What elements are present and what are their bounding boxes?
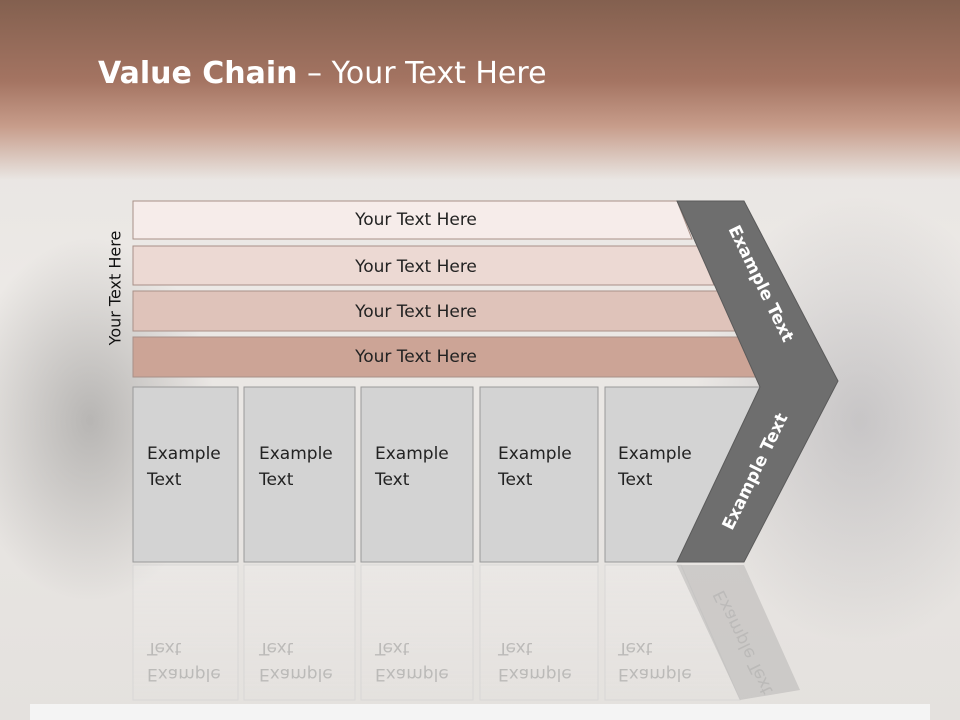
- row-group: Your Text Here Your Text Here Your Text …: [132, 200, 763, 378]
- row-3-label: Your Text Here: [354, 302, 477, 322]
- box-3-line2: Text: [374, 470, 410, 490]
- box-5-line1: Example: [618, 444, 692, 464]
- header-band: [0, 0, 960, 180]
- reflection-box-1-line2: Text: [146, 638, 182, 658]
- box-2-line2: Text: [258, 470, 294, 490]
- reflection-box-5-line1: Example: [618, 664, 692, 684]
- box-1: [132, 386, 239, 563]
- reflection-box-1-line1: Example: [147, 664, 221, 684]
- row-1-label: Your Text Here: [354, 210, 477, 230]
- row-1-shape: [132, 200, 693, 240]
- reflection-box-5: [604, 564, 741, 701]
- box-2-line1: Example: [259, 444, 333, 464]
- reflection-box-3-line1: Example: [375, 664, 449, 684]
- row-4-label: Your Text Here: [354, 347, 477, 367]
- reflection-box-2: [243, 564, 356, 701]
- box-4: [479, 386, 599, 563]
- box-5-line2: Text: [617, 470, 653, 490]
- box-2: [243, 386, 356, 563]
- title-bold: Value Chain: [98, 56, 298, 91]
- box-group: Example Text Example Text Example Text E…: [132, 386, 761, 563]
- box-3-line1: Example: [375, 444, 449, 464]
- reflection-box-1: [132, 564, 239, 701]
- box-3: [360, 386, 474, 563]
- reflection: Example Text Example Text Example Text E…: [132, 564, 800, 701]
- box-4-line2: Text: [497, 470, 533, 490]
- chevron-arrow: [676, 200, 839, 563]
- row-2-label: Your Text Here: [354, 257, 477, 277]
- reflection-box-2-line1: Example: [259, 664, 333, 684]
- reflection-box-4-line1: Example: [498, 664, 572, 684]
- slide-title: Value Chain – Your Text Here: [98, 56, 547, 91]
- bottom-bar: [30, 704, 930, 720]
- box-1-line1: Example: [147, 444, 221, 464]
- reflection-box-3: [360, 564, 474, 701]
- title-rest: – Your Text Here: [297, 56, 547, 91]
- reflection-arrow: [677, 565, 800, 700]
- reflection-box-2-line2: Text: [258, 638, 294, 658]
- reflection-box-3-line2: Text: [374, 638, 410, 658]
- reflection-box-5-line2: Text: [617, 638, 653, 658]
- box-4-line1: Example: [498, 444, 572, 464]
- reflection-box-4: [479, 564, 599, 701]
- reflection-box-4-line2: Text: [497, 638, 533, 658]
- box-1-line2: Text: [146, 470, 182, 490]
